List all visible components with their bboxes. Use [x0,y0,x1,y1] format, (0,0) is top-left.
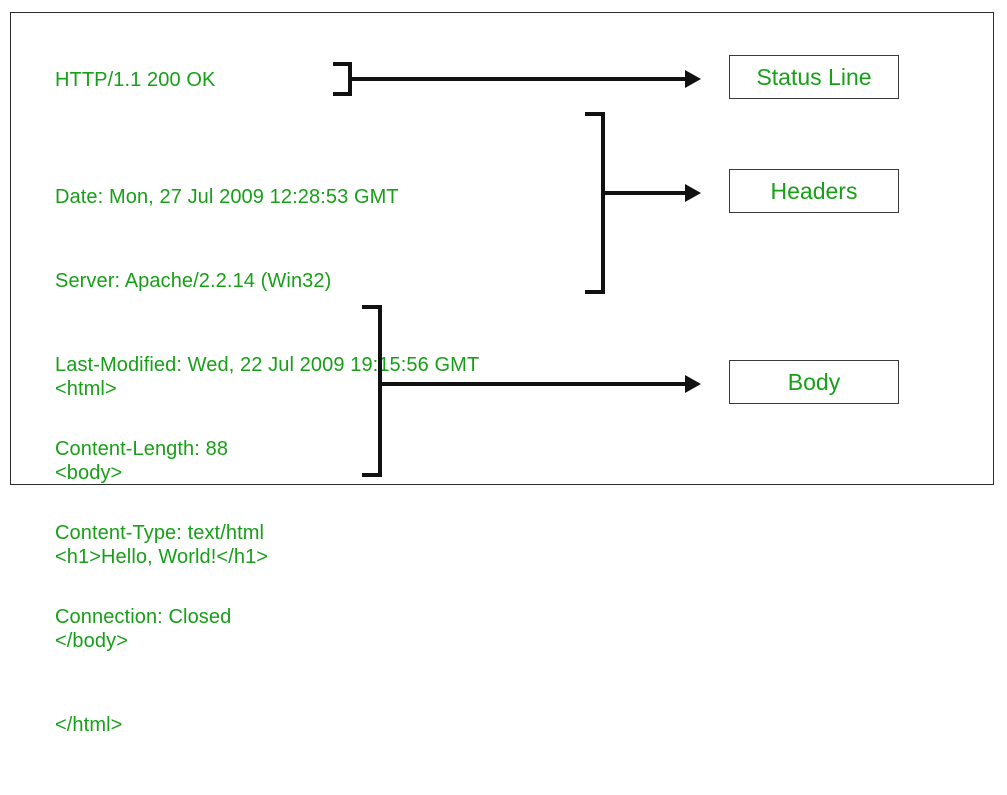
body-line: <body> [55,462,123,484]
header-line: Content-Length: 88 [55,438,229,460]
arrow-headers-shaft [602,191,697,195]
header-line: Last-Modified: Wed, 22 Jul 2009 19:15:56… [55,354,480,376]
label-box-status-line: Status Line [729,55,899,99]
arrow-body-shaft [379,382,697,386]
header-line: Server: Apache/2.2.14 (Win32) [55,270,332,292]
body-line: <h1>Hello, World!</h1> [55,546,269,568]
status-line-text: HTTP/1.1 200 OK [55,69,216,91]
header-line: Date: Mon, 27 Jul 2009 12:28:53 GMT [55,186,399,208]
diagram-frame: HTTP/1.1 200 OK Date: Mon, 27 Jul 2009 1… [10,12,994,736]
bracket-body [362,305,382,477]
body-line: </body> [55,630,128,652]
body-line: </html> [55,714,123,736]
arrow-headers-head-icon [685,184,701,202]
body-text-block: <html> <body> <h1>Hello, World!</h1> </b… [55,319,268,795]
label-box-body: Body [729,360,899,404]
arrow-status-line-head-icon [685,70,701,88]
label-box-headers: Headers [729,169,899,213]
arrow-status-line-shaft [349,77,697,81]
bracket-headers [585,112,605,294]
body-line: <html> [55,378,117,400]
arrow-body-head-icon [685,375,701,393]
